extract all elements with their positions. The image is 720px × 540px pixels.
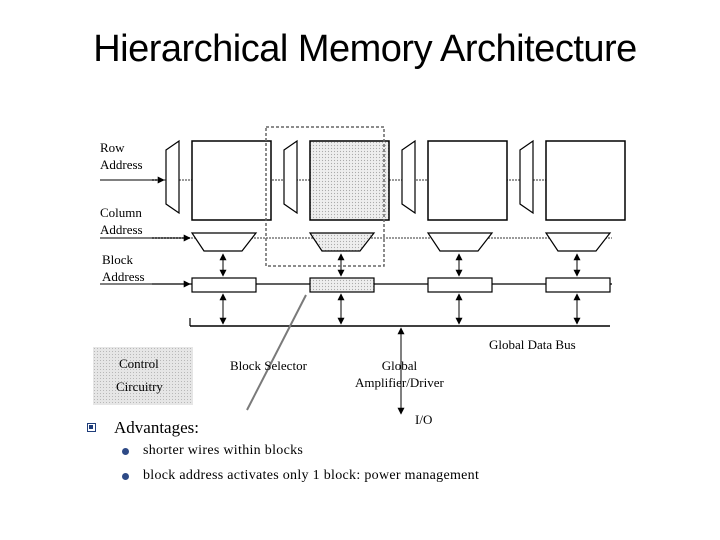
column-decoder — [426, 232, 494, 252]
column-decoder — [308, 232, 376, 252]
block-selector-box — [309, 277, 375, 293]
memory-array-block — [309, 140, 390, 221]
block-selector-box — [427, 277, 493, 293]
selected-block-frame — [265, 126, 385, 267]
memory-array-block — [191, 140, 272, 221]
block-selector-pointer — [246, 294, 307, 411]
row-decoder — [401, 139, 416, 215]
block-selector-label: Block Selector — [230, 358, 307, 373]
square-bullet-icon — [87, 423, 96, 432]
memory-array-block — [427, 140, 508, 221]
block-selector-box — [191, 277, 257, 293]
advantages-heading: Advantages: — [114, 418, 199, 437]
page-title: Hierarchical Memory Architecture — [93, 28, 637, 70]
advantage-item: block address activates only 1 block: po… — [143, 468, 480, 483]
global-data-bus-label: Global Data Bus — [489, 337, 576, 352]
advantage-item: shorter wires within blocks — [143, 443, 304, 458]
circuitry-label: Circuitry — [116, 379, 163, 394]
control-label: Control — [119, 356, 159, 371]
memory-array-block — [545, 140, 626, 221]
control-circuitry-box — [93, 347, 193, 405]
io-label: I/O — [415, 412, 433, 427]
row-decoder — [519, 139, 534, 215]
row-decoder — [165, 139, 180, 215]
row-decoder — [283, 139, 298, 215]
column-decoder — [544, 232, 612, 252]
block-selector-box — [545, 277, 611, 293]
column-decoder — [190, 232, 258, 252]
bullet-icon — [122, 473, 129, 480]
bullet-icon — [122, 448, 129, 455]
